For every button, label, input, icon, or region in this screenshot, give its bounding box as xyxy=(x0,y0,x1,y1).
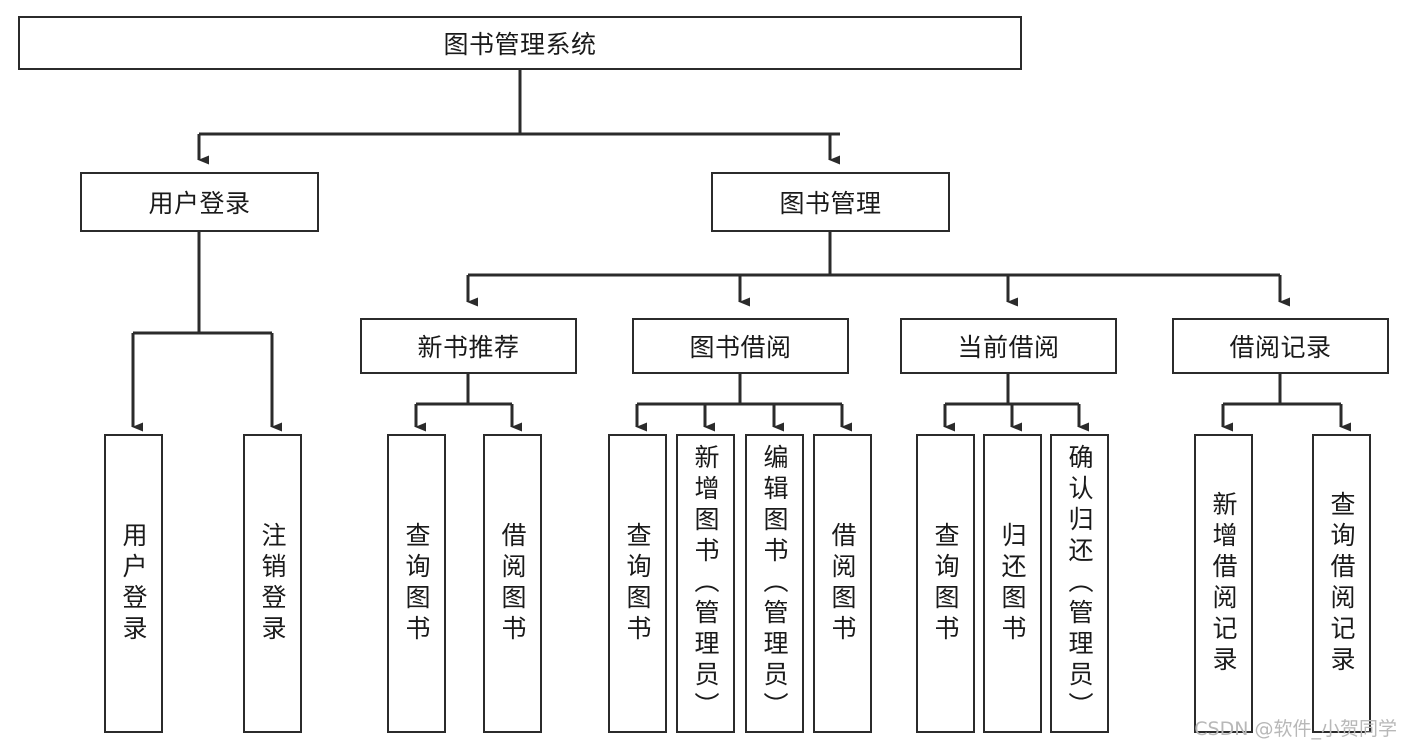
node-borrow-record-label: 借阅记录 xyxy=(1229,333,1332,362)
node-user-login-label: 用户登录 xyxy=(148,189,251,218)
node-leaf-confirm-return-label: 确认归还（管理员） xyxy=(1065,444,1094,723)
node-leaf-query-book-2[interactable]: 查询图书 xyxy=(608,434,667,733)
node-borrow-record[interactable]: 借阅记录 xyxy=(1172,318,1389,374)
node-leaf-logout[interactable]: 注销登录 xyxy=(243,434,302,733)
node-leaf-query-book-2-label: 查询图书 xyxy=(623,521,652,646)
node-leaf-return-book[interactable]: 归还图书 xyxy=(983,434,1042,733)
node-leaf-confirm-return[interactable]: 确认归还（管理员） xyxy=(1050,434,1109,733)
node-leaf-add-record-label: 新增借阅记录 xyxy=(1209,490,1238,677)
node-leaf-edit-book-label: 编辑图书（管理员） xyxy=(760,444,789,723)
node-leaf-logout-label: 注销登录 xyxy=(258,521,287,646)
node-leaf-query-record-label: 查询借阅记录 xyxy=(1327,490,1356,677)
node-leaf-user-login-label: 用户登录 xyxy=(119,521,148,646)
node-new-book-rec-label: 新书推荐 xyxy=(417,333,520,362)
node-leaf-add-book[interactable]: 新增图书（管理员） xyxy=(676,434,735,733)
node-current-borrow[interactable]: 当前借阅 xyxy=(900,318,1117,374)
node-new-book-rec[interactable]: 新书推荐 xyxy=(360,318,577,374)
node-leaf-borrow-book-2-label: 借阅图书 xyxy=(828,521,857,646)
watermark: CSDN @软件_小贺同学 xyxy=(1194,718,1397,740)
node-leaf-borrow-book-1-label: 借阅图书 xyxy=(498,521,527,646)
node-book-manage-label: 图书管理 xyxy=(779,189,882,218)
node-leaf-query-book-3[interactable]: 查询图书 xyxy=(916,434,975,733)
node-leaf-query-book-1[interactable]: 查询图书 xyxy=(387,434,446,733)
node-book-borrow-label: 图书借阅 xyxy=(689,333,792,362)
node-root[interactable]: 图书管理系统 xyxy=(18,16,1022,70)
node-leaf-borrow-book-2[interactable]: 借阅图书 xyxy=(813,434,872,733)
node-leaf-add-book-label: 新增图书（管理员） xyxy=(691,444,720,723)
node-book-manage[interactable]: 图书管理 xyxy=(711,172,950,232)
node-current-borrow-label: 当前借阅 xyxy=(957,333,1060,362)
node-book-borrow[interactable]: 图书借阅 xyxy=(632,318,849,374)
node-leaf-borrow-book-1[interactable]: 借阅图书 xyxy=(483,434,542,733)
node-leaf-add-record[interactable]: 新增借阅记录 xyxy=(1194,434,1253,733)
node-user-login[interactable]: 用户登录 xyxy=(80,172,319,232)
node-leaf-edit-book[interactable]: 编辑图书（管理员） xyxy=(745,434,804,733)
node-leaf-query-book-3-label: 查询图书 xyxy=(931,521,960,646)
node-root-label: 图书管理系统 xyxy=(443,30,597,59)
node-leaf-query-record[interactable]: 查询借阅记录 xyxy=(1312,434,1371,733)
node-leaf-query-book-1-label: 查询图书 xyxy=(402,521,431,646)
node-leaf-user-login[interactable]: 用户登录 xyxy=(104,434,163,733)
node-leaf-return-book-label: 归还图书 xyxy=(998,521,1027,646)
